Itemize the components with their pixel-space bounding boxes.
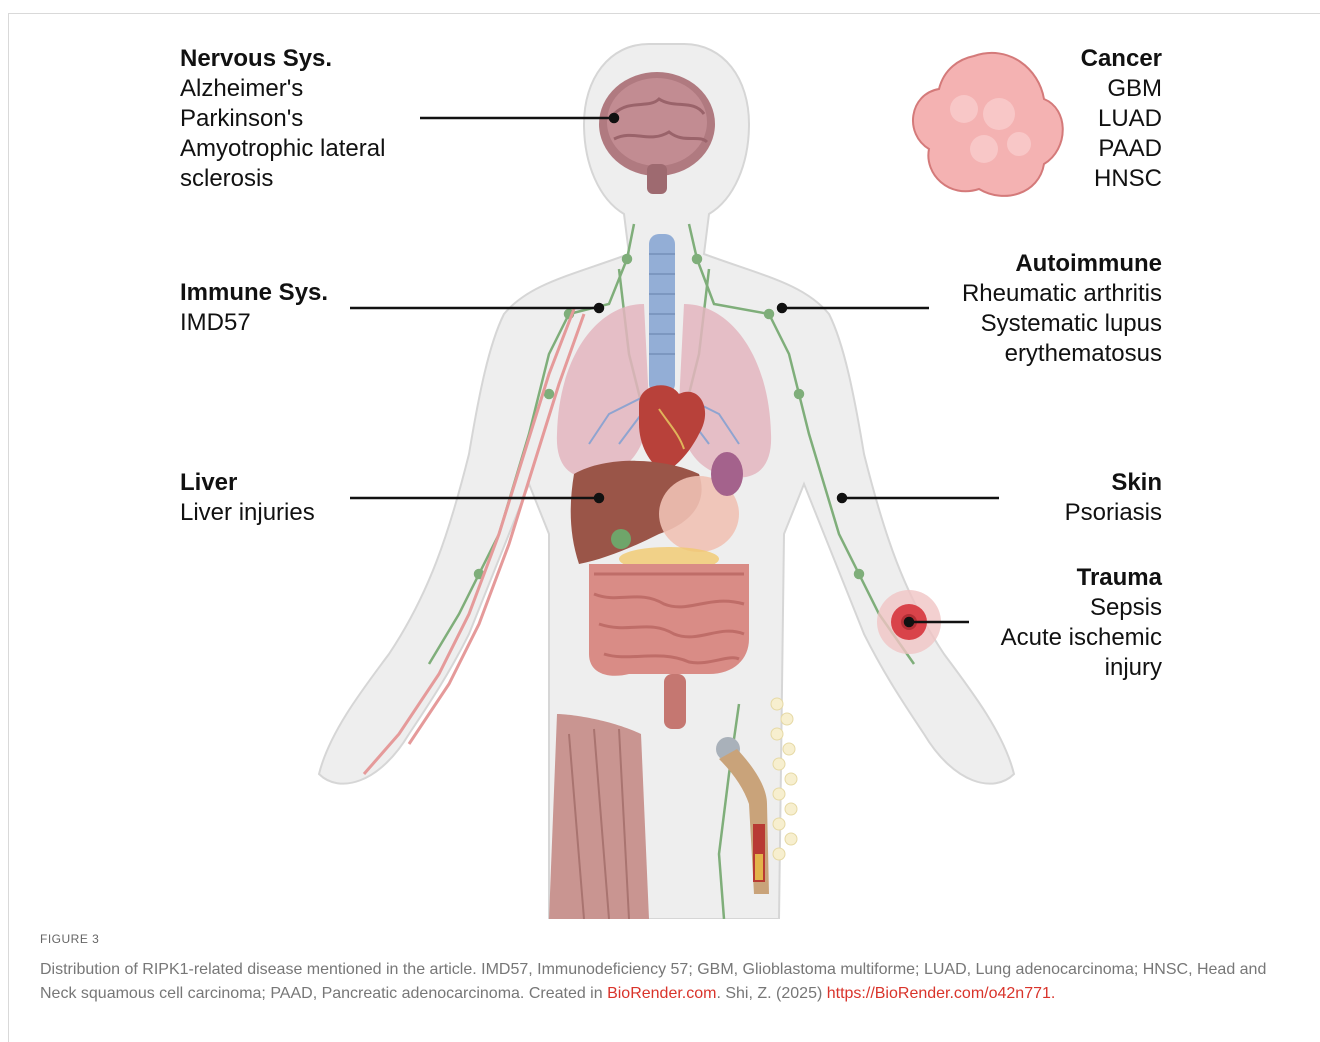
tumor-icon — [913, 53, 1063, 196]
figure-number: FIGURE 3 — [40, 932, 1300, 946]
biorender-url-link[interactable]: https://BioRender.com/o42n771. — [827, 985, 1056, 1002]
label-trauma-item: injury — [1001, 653, 1162, 683]
label-skin: Skin Psoriasis — [1065, 468, 1162, 528]
label-immune-system: Immune Sys. IMD57 — [180, 278, 328, 338]
label-autoimmune-title: Autoimmune — [962, 249, 1162, 279]
leg-muscle — [549, 714, 649, 919]
caption-text-block: Distribution of RIPK1-related disease me… — [40, 958, 1300, 1006]
label-trauma: Trauma Sepsis Acute ischemic injury — [1001, 563, 1162, 683]
label-trauma-item: Sepsis — [1001, 593, 1162, 623]
label-liver: Liver Liver injuries — [180, 468, 315, 528]
label-liver-item: Liver injuries — [180, 498, 315, 528]
label-nervous-item: Parkinson's — [180, 104, 385, 134]
label-cancer-item: PAAD — [1081, 134, 1162, 164]
label-autoimmune: Autoimmune Rheumatic arthritis Systemati… — [962, 249, 1162, 369]
label-nervous-item: Amyotrophic lateral — [180, 134, 385, 164]
label-nervous-system: Nervous Sys. Alzheimer's Parkinson's Amy… — [180, 44, 385, 194]
label-cancer-item: LUAD — [1081, 104, 1162, 134]
label-skin-item: Psoriasis — [1065, 498, 1162, 528]
biorender-link[interactable]: BioRender.com — [607, 985, 716, 1002]
figure-caption: FIGURE 3 Distribution of RIPK1-related d… — [40, 932, 1300, 1006]
label-skin-title: Skin — [1065, 468, 1162, 498]
label-nervous-item: Alzheimer's — [180, 74, 385, 104]
label-autoimmune-item: Rheumatic arthritis — [962, 279, 1162, 309]
label-liver-title: Liver — [180, 468, 315, 498]
label-nervous-title: Nervous Sys. — [180, 44, 385, 74]
trachea — [649, 234, 675, 394]
label-immune-title: Immune Sys. — [180, 278, 328, 308]
label-autoimmune-item: Systematic lupus — [962, 309, 1162, 339]
label-immune-item: IMD57 — [180, 308, 328, 338]
label-cancer-title: Cancer — [1081, 44, 1162, 74]
label-cancer-item: HNSC — [1081, 164, 1162, 194]
label-cancer: Cancer GBM LUAD PAAD HNSC — [1081, 44, 1162, 194]
label-autoimmune-item: erythematosus — [962, 339, 1162, 369]
label-cancer-item: GBM — [1081, 74, 1162, 104]
label-trauma-title: Trauma — [1001, 563, 1162, 593]
caption-text-2: . Shi, Z. (2025) — [716, 985, 826, 1002]
label-nervous-item: sclerosis — [180, 164, 385, 194]
label-trauma-item: Acute ischemic — [1001, 623, 1162, 653]
